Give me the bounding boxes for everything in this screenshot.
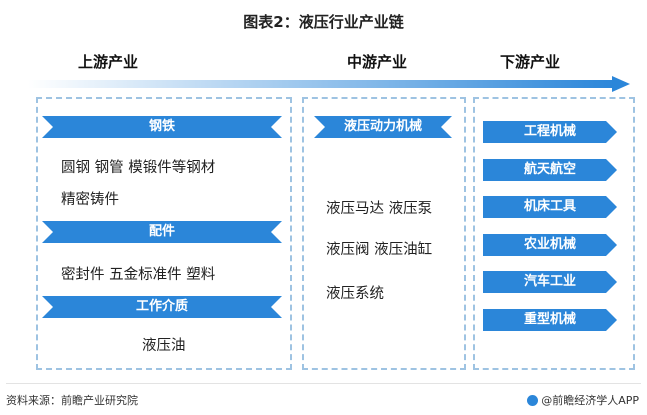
- downstream-panel: 工程机械 航天航空 机床工具 农业机械 汽车工业 重型机械: [473, 97, 635, 370]
- upstream-parts-item: 密封件 五金标准件 塑料: [61, 267, 216, 283]
- flow-arrow-icon: [28, 76, 630, 92]
- downstream-item: 航天航空: [483, 159, 617, 181]
- upstream-steel-item: 圆钢 钢管 模锻件等钢材: [61, 160, 216, 176]
- downstream-item: 机床工具: [483, 196, 617, 218]
- upstream-group-parts-label: 配件: [42, 221, 282, 243]
- downstream-header: 下游产业: [500, 53, 561, 71]
- upstream-panel: 钢铁 圆钢 钢管 模锻件等钢材 精密铸件 配件 密封件 五金标准件 塑料 工作介…: [36, 97, 292, 370]
- brand-credit-text: @前瞻经济学人APP: [541, 394, 639, 407]
- upstream-medium-item: 液压油: [142, 338, 186, 354]
- brand-credit: @前瞻经济学人APP: [527, 392, 639, 408]
- upstream-group-medium-label: 工作介质: [42, 296, 282, 318]
- midstream-header: 中游产业: [347, 53, 408, 71]
- upstream-header: 上游产业: [78, 53, 139, 71]
- downstream-item: 汽车工业: [483, 271, 617, 293]
- upstream-steel-item: 精密铸件: [61, 192, 119, 208]
- downstream-item: 重型机械: [483, 309, 617, 331]
- midstream-panel: 液压动力机械 液压马达 液压泵 液压阀 液压油缸 液压系统: [302, 97, 466, 370]
- downstream-item: 农业机械: [483, 234, 617, 256]
- brand-logo-icon: [527, 395, 539, 406]
- source-note: 资料来源：前瞻产业研究院: [6, 394, 138, 407]
- midstream-item: 液压阀 液压油缸: [326, 242, 433, 258]
- midstream-item: 液压系统: [326, 286, 384, 302]
- upstream-group-steel-label: 钢铁: [42, 116, 282, 138]
- midstream-label: 液压动力机械: [314, 116, 452, 138]
- footer-divider: [6, 383, 641, 384]
- chart-title: 图表2：液压行业产业链: [243, 13, 404, 31]
- downstream-item: 工程机械: [483, 121, 617, 143]
- midstream-item: 液压马达 液压泵: [326, 201, 433, 217]
